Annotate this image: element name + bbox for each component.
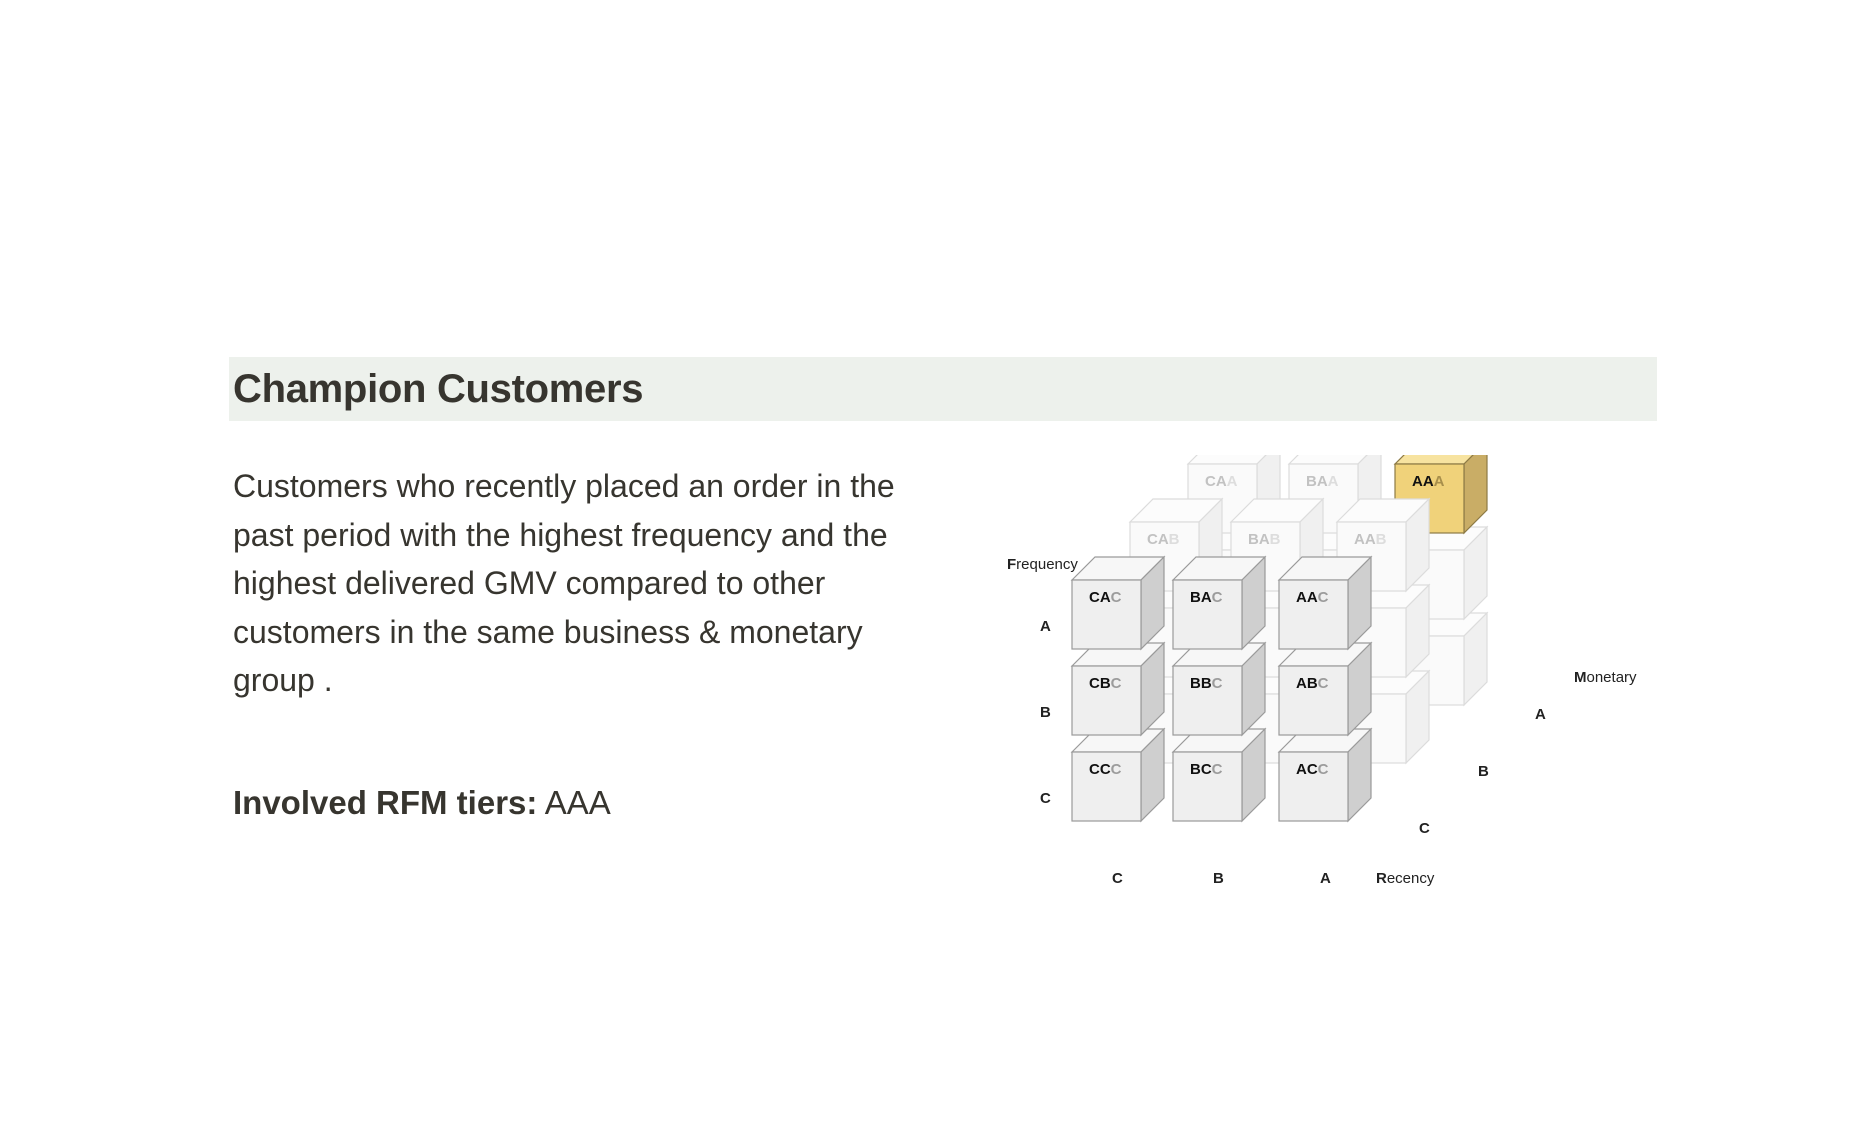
cube-label-m: A bbox=[1328, 473, 1339, 490]
axis-title-rest: requency bbox=[1016, 556, 1078, 573]
cube-label-rf: BA bbox=[1306, 473, 1328, 490]
cube-label-rf: AC bbox=[1296, 761, 1318, 778]
cube-label: BAB bbox=[1248, 531, 1281, 548]
axis-title-rest: ecency bbox=[1387, 870, 1435, 887]
cube-label-m: A bbox=[1434, 473, 1445, 490]
cube-label-m: B bbox=[1270, 531, 1281, 548]
cube-label-rf: AA bbox=[1354, 531, 1376, 548]
recency-level-c: C bbox=[1112, 870, 1123, 887]
cube-label-m: C bbox=[1318, 761, 1329, 778]
cube-ccc: CCC bbox=[1070, 727, 1166, 823]
cube-label: AAA bbox=[1412, 473, 1445, 490]
axis-title-rest: onetary bbox=[1587, 669, 1638, 686]
cube-cac: CAC bbox=[1070, 555, 1166, 651]
cube-label-rf: CB bbox=[1089, 675, 1111, 692]
axis-title-initial: R bbox=[1376, 870, 1387, 887]
monetary-level-a: A bbox=[1535, 706, 1546, 723]
rfm-tiers-line: Involved RFM tiers: AAA bbox=[233, 784, 611, 822]
cube-front-face bbox=[1071, 665, 1142, 736]
cube-acc: ACC bbox=[1277, 727, 1373, 823]
cube-side-face bbox=[1463, 455, 1488, 535]
cube-label: CAA bbox=[1205, 473, 1238, 490]
cube-label-rf: AA bbox=[1412, 473, 1434, 490]
cube-front-face bbox=[1278, 579, 1349, 650]
recency-level-b: B bbox=[1213, 870, 1224, 887]
cube-front-face bbox=[1071, 751, 1142, 822]
cube-label: ACC bbox=[1296, 761, 1329, 778]
monetary-level-c: C bbox=[1419, 820, 1430, 837]
axis-title-initial: M bbox=[1574, 669, 1587, 686]
cube-label: BAA bbox=[1306, 473, 1339, 490]
cube-label: ABC bbox=[1296, 675, 1329, 692]
section-description: Customers who recently placed an order i… bbox=[233, 468, 895, 698]
monetary-level-b: B bbox=[1478, 763, 1489, 780]
cube-label-m: C bbox=[1212, 675, 1223, 692]
frequency-level-b: B bbox=[1040, 704, 1051, 721]
section-heading-bar: Champion Customers bbox=[229, 357, 1657, 421]
cube-label-rf: CA bbox=[1205, 473, 1227, 490]
cube-abc: ABC bbox=[1277, 641, 1373, 737]
cube-label-rf: BB bbox=[1190, 675, 1212, 692]
cube-label: CCC bbox=[1089, 761, 1122, 778]
cube-label: CAC bbox=[1089, 589, 1122, 606]
cube-bbc: BBC bbox=[1171, 641, 1267, 737]
section-title: Champion Customers bbox=[233, 367, 644, 411]
cube-label-rf: BC bbox=[1190, 761, 1212, 778]
cube-label-rf: CC bbox=[1089, 761, 1111, 778]
cube-label: CAB bbox=[1147, 531, 1180, 548]
cube-front-face bbox=[1172, 665, 1243, 736]
cube-front-face bbox=[1278, 665, 1349, 736]
cube-label: BCC bbox=[1190, 761, 1223, 778]
cube-label-rf: CA bbox=[1089, 589, 1111, 606]
cube-label: BAC bbox=[1190, 589, 1223, 606]
cube-label-m: C bbox=[1212, 589, 1223, 606]
cube-label-rf: BA bbox=[1190, 589, 1212, 606]
cube-cbc: CBC bbox=[1070, 641, 1166, 737]
recency-axis-title: Recency bbox=[1376, 870, 1435, 887]
rfm-tiers-value: AAA bbox=[544, 784, 611, 821]
cube-label-rf: AA bbox=[1296, 589, 1318, 606]
cube-label: BBC bbox=[1190, 675, 1223, 692]
cube-label-m: C bbox=[1318, 675, 1329, 692]
cube-label: CBC bbox=[1089, 675, 1122, 692]
cube-label-rf: BA bbox=[1248, 531, 1270, 548]
cube-front-face bbox=[1172, 579, 1243, 650]
rfm-tiers-label: Involved RFM tiers: bbox=[233, 784, 538, 821]
cube-label-rf: AB bbox=[1296, 675, 1318, 692]
cube-front-face bbox=[1278, 751, 1349, 822]
cube-label-m: C bbox=[1111, 589, 1122, 606]
cube-label: AAB bbox=[1354, 531, 1387, 548]
cube-label-m: B bbox=[1376, 531, 1387, 548]
cube-front-face bbox=[1172, 751, 1243, 822]
cube-aac: AAC bbox=[1277, 555, 1373, 651]
cube-label: AAC bbox=[1296, 589, 1329, 606]
recency-level-a: A bbox=[1320, 870, 1331, 887]
cube-label-m: C bbox=[1318, 589, 1329, 606]
frequency-level-c: C bbox=[1040, 790, 1051, 807]
cube-bcc: BCC bbox=[1171, 727, 1267, 823]
frequency-level-a: A bbox=[1040, 618, 1051, 635]
cube-label-m: C bbox=[1111, 761, 1122, 778]
frequency-axis-title: Frequency bbox=[1007, 556, 1078, 573]
monetary-axis-title: Monetary bbox=[1574, 669, 1637, 686]
cube-label-m: A bbox=[1227, 473, 1238, 490]
cube-label-m: C bbox=[1212, 761, 1223, 778]
cube-label-rf: CA bbox=[1147, 531, 1169, 548]
cube-bac: BAC bbox=[1171, 555, 1267, 651]
cube-label-m: C bbox=[1111, 675, 1122, 692]
cube-front-face bbox=[1071, 579, 1142, 650]
axis-title-initial: F bbox=[1007, 556, 1016, 573]
cube-label-m: B bbox=[1169, 531, 1180, 548]
